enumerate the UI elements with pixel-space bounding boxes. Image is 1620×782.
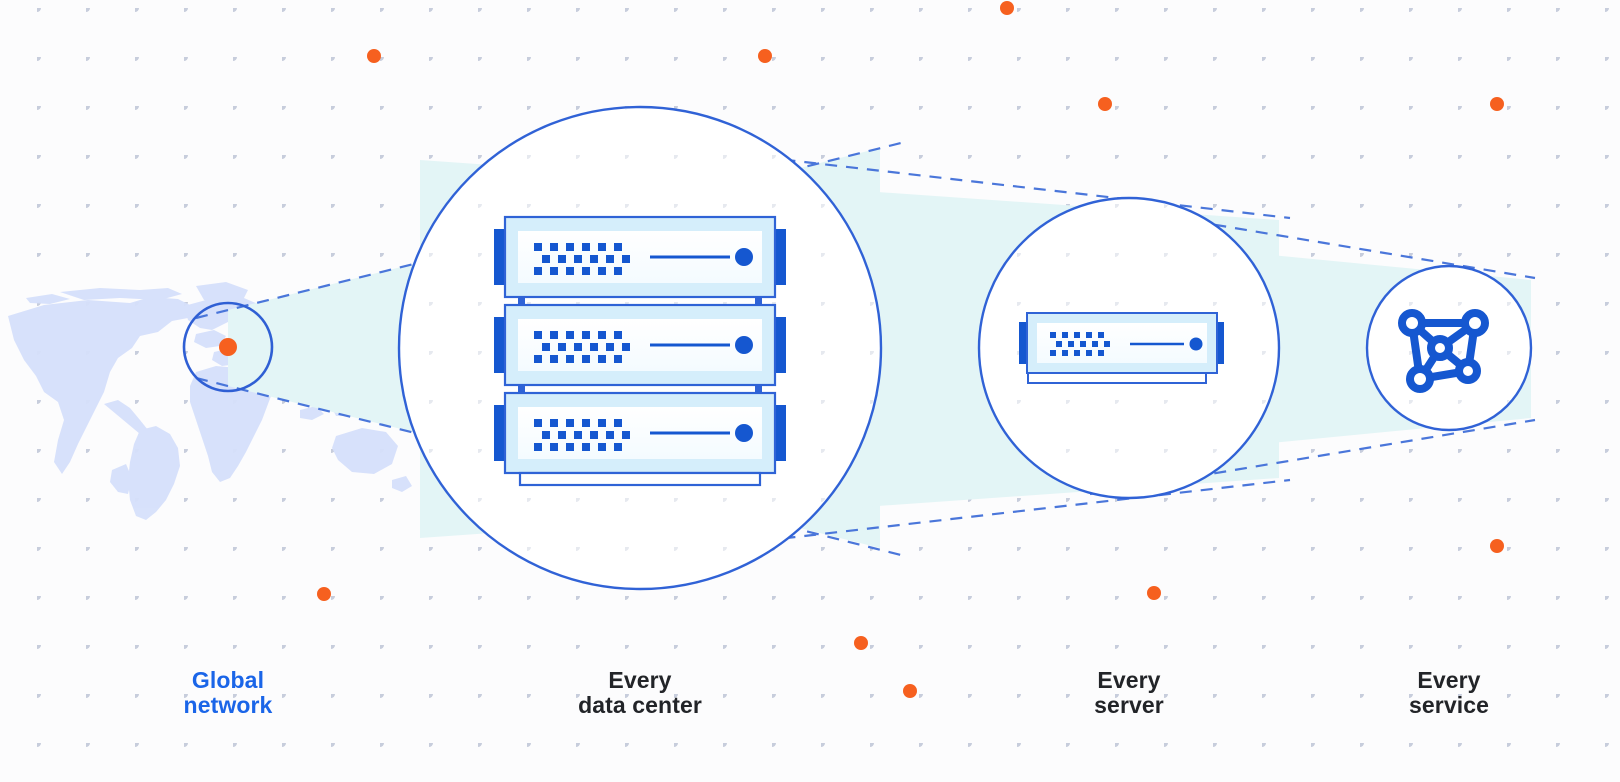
highlight-dot [903, 684, 917, 698]
rack-unit-1 [494, 215, 786, 299]
label-service: Every service [1409, 667, 1489, 718]
highlight-dot [1098, 97, 1112, 111]
label-global-network: Global network [183, 667, 273, 718]
highlight-dot [1000, 1, 1014, 15]
highlight-dots [317, 1, 1504, 698]
rack-unit-2 [494, 303, 786, 387]
single-server-leds [1050, 332, 1110, 356]
highlight-dot [854, 636, 868, 650]
map-location-marker [219, 338, 237, 356]
highlight-dot [367, 49, 381, 63]
single-server-icon [1019, 312, 1224, 384]
highlight-dot [1490, 97, 1504, 111]
rack-unit-3 [494, 391, 786, 475]
highlight-dot [317, 587, 331, 601]
rack-unit-3-leds [534, 419, 630, 451]
label-server: Every server [1094, 667, 1164, 718]
rack-unit-1-leds [534, 243, 630, 275]
highlight-dot [758, 49, 772, 63]
highlight-dot [1490, 539, 1504, 553]
network-nodes-icon [1398, 309, 1489, 393]
label-data-center: Every data center [578, 667, 702, 718]
highlight-dot [1147, 586, 1161, 600]
map-zoom-circle [182, 301, 274, 393]
rack-unit-2-leds [534, 331, 630, 363]
server-rack-icon [494, 215, 786, 487]
